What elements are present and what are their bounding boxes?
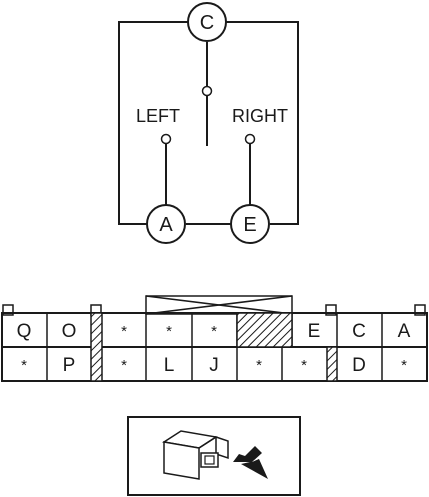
top-row: Q O * * * E C A [17,312,411,348]
connector-tab-right [414,304,426,316]
cavity-label: J [209,355,219,376]
right-contact [244,133,256,145]
connector-icon-edge [198,436,217,449]
connector-tab-left [2,304,14,316]
connector-tab-mid-right [325,304,337,316]
key-strip-right [326,346,338,382]
connector-icon-side [215,435,229,460]
connector-icon-latch-inner [204,455,215,465]
switch-schematic: C LEFT RIGHT A E [118,2,299,244]
bottom-row: * P * L J * * D * [21,347,407,381]
cavity-label: * [401,357,407,374]
terminal-e-label: E [243,214,256,236]
arrow-pointing-to-connector [233,446,268,479]
wire-frame-top-left [118,21,188,225]
switch-pivot-contact [201,85,213,97]
harness-side-connector-icon [161,430,229,480]
terminal-a-label: A [159,214,173,236]
cavity-label: * [121,323,127,340]
right-position-label: RIGHT [232,106,288,126]
left-contact [160,133,172,145]
key-strip-left [90,312,103,382]
cavity-label: L [164,355,175,376]
cavity-label: * [211,323,217,340]
connector-face: Q O * * * E C A * P * L J * * D * [1,295,428,382]
cavity-label: E [308,321,321,342]
cavity-label: D [352,355,366,376]
view-indicator-box [127,416,301,496]
cavity-label: Q [17,321,32,342]
connector-icon-front [163,441,200,480]
cavity-label: C [352,321,366,342]
lock-cross-line-2 [145,295,293,315]
cavity-label: * [256,357,262,374]
cavity-label: * [121,357,127,374]
blanked-cavity [236,312,293,348]
cavity-label: A [398,321,411,342]
cavity-label: O [62,321,77,342]
cavity-label: * [301,357,307,374]
left-position-label: LEFT [136,106,180,126]
cavity-label: * [166,323,172,340]
terminal-c-circle [187,2,227,42]
wire-frame-top-right [226,21,299,225]
cavity-label: * [21,357,27,374]
terminal-c-label: C [200,12,214,34]
terminal-a-circle [146,204,186,244]
view-indicator-frame [127,416,301,496]
cavity-label: P [63,355,76,376]
terminal-e-circle [230,204,270,244]
